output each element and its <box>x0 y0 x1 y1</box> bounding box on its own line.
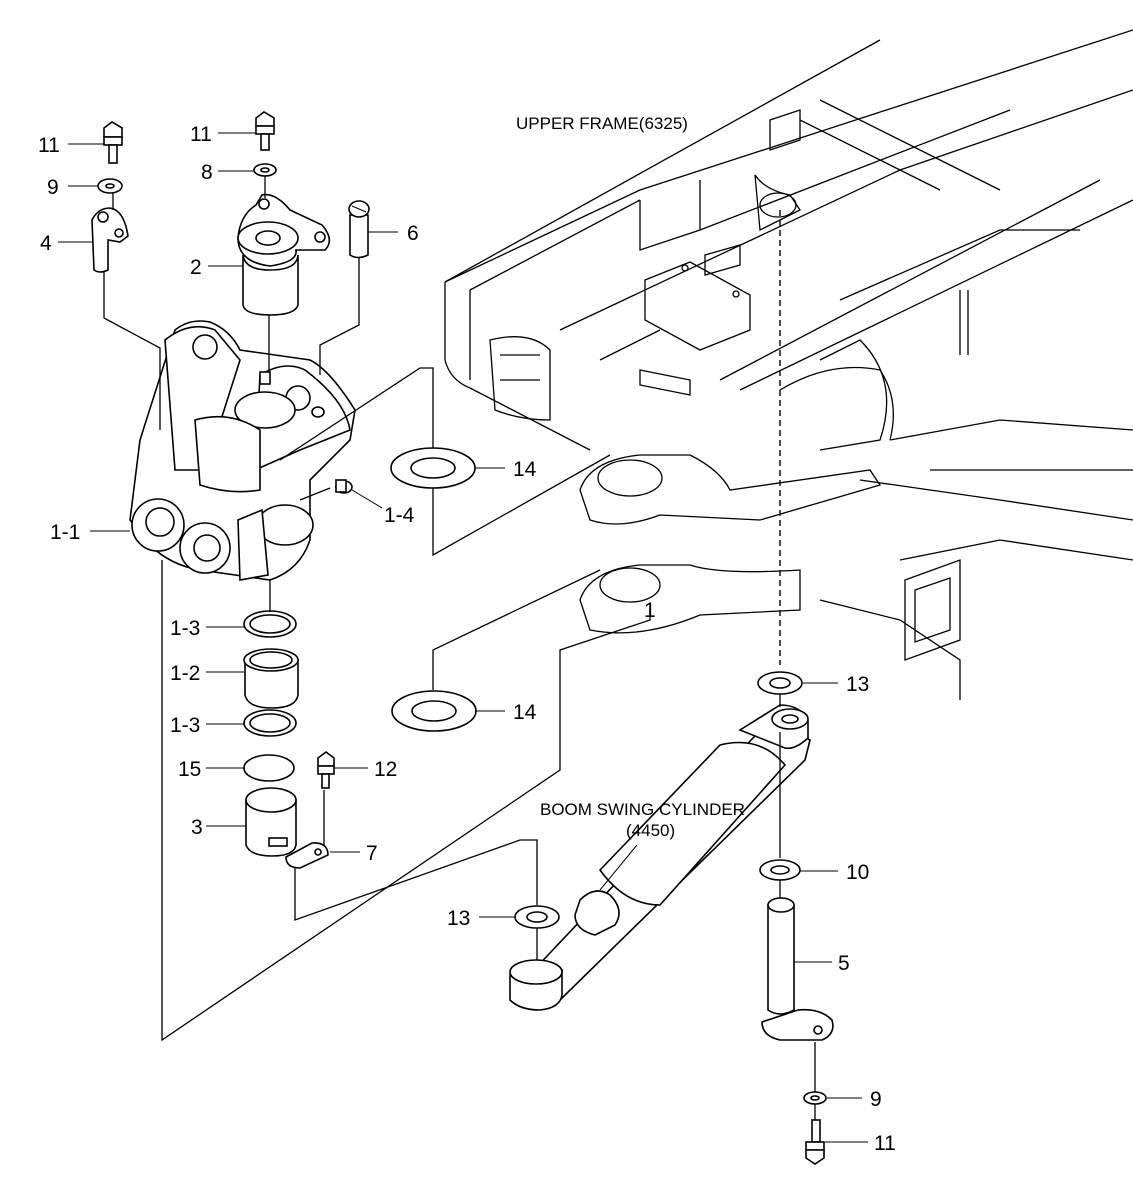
callout-1-1: 1-1 <box>50 521 80 544</box>
seal-1-3-upper <box>243 610 297 638</box>
pin-3 <box>245 787 297 857</box>
callout-8: 8 <box>201 161 213 184</box>
callout-11-top: 11 <box>190 123 212 146</box>
pin-6 <box>348 200 370 259</box>
callout-1: 1 <box>644 599 656 622</box>
callout-1-3-lower: 1-3 <box>170 714 200 737</box>
upper-frame-label: UPPER FRAME(6325) <box>516 114 688 133</box>
callout-7: 7 <box>366 842 378 865</box>
callout-2: 2 <box>190 256 202 279</box>
grease-fitting-1-4 <box>335 479 353 494</box>
seal-1-3-lower <box>243 709 297 737</box>
callout-11-left: 11 <box>38 134 60 157</box>
assembly-lines <box>103 176 816 1120</box>
callout-14-upper: 14 <box>513 458 537 481</box>
shim-14-lower <box>391 690 477 732</box>
callout-5: 5 <box>838 952 850 975</box>
bolt-12 <box>317 751 335 789</box>
callout-4: 4 <box>40 232 52 255</box>
callout-1-3-upper: 1-3 <box>170 617 200 640</box>
callout-13-lower: 13 <box>447 907 470 930</box>
callout-9-left: 9 <box>47 176 59 199</box>
callout-6: 6 <box>407 222 419 245</box>
bushing-2 <box>237 193 331 316</box>
boom-swing-cylinder-code: (4450) <box>626 821 675 840</box>
callout-11-right: 11 <box>874 1132 896 1155</box>
lock-plate-7 <box>285 842 329 869</box>
washer-13-right <box>757 671 803 695</box>
shim-14-upper <box>390 447 476 489</box>
callout-1-2: 1-2 <box>170 662 200 685</box>
bushing-1-2 <box>243 648 299 709</box>
bolt-11-left <box>103 121 123 164</box>
callout-14-lower: 14 <box>513 701 537 724</box>
washer-13-lower <box>514 905 560 929</box>
bolt-11-right <box>805 1119 825 1165</box>
washer-9-right <box>803 1091 827 1105</box>
callout-12: 12 <box>374 758 397 781</box>
callout-1-4: 1-4 <box>384 504 415 527</box>
callout-13-right: 13 <box>846 673 869 696</box>
swing-bracket-1-1 <box>129 320 356 581</box>
callout-15: 15 <box>178 758 201 781</box>
pin-4 <box>91 207 129 273</box>
boom-swing-cylinder-label: BOOM SWING CYLINDER <box>540 800 745 819</box>
boom-swing-cylinder <box>509 704 811 1011</box>
callout-10: 10 <box>846 861 869 884</box>
callout-leaders <box>58 132 868 1143</box>
o-ring-15 <box>243 754 295 782</box>
upper-frame <box>444 29 1133 700</box>
pin-5 <box>761 897 834 1041</box>
bolt-11-top <box>255 111 275 151</box>
washer-10 <box>759 859 801 881</box>
callout-3: 3 <box>191 816 203 839</box>
callout-9-right: 9 <box>870 1088 882 1111</box>
